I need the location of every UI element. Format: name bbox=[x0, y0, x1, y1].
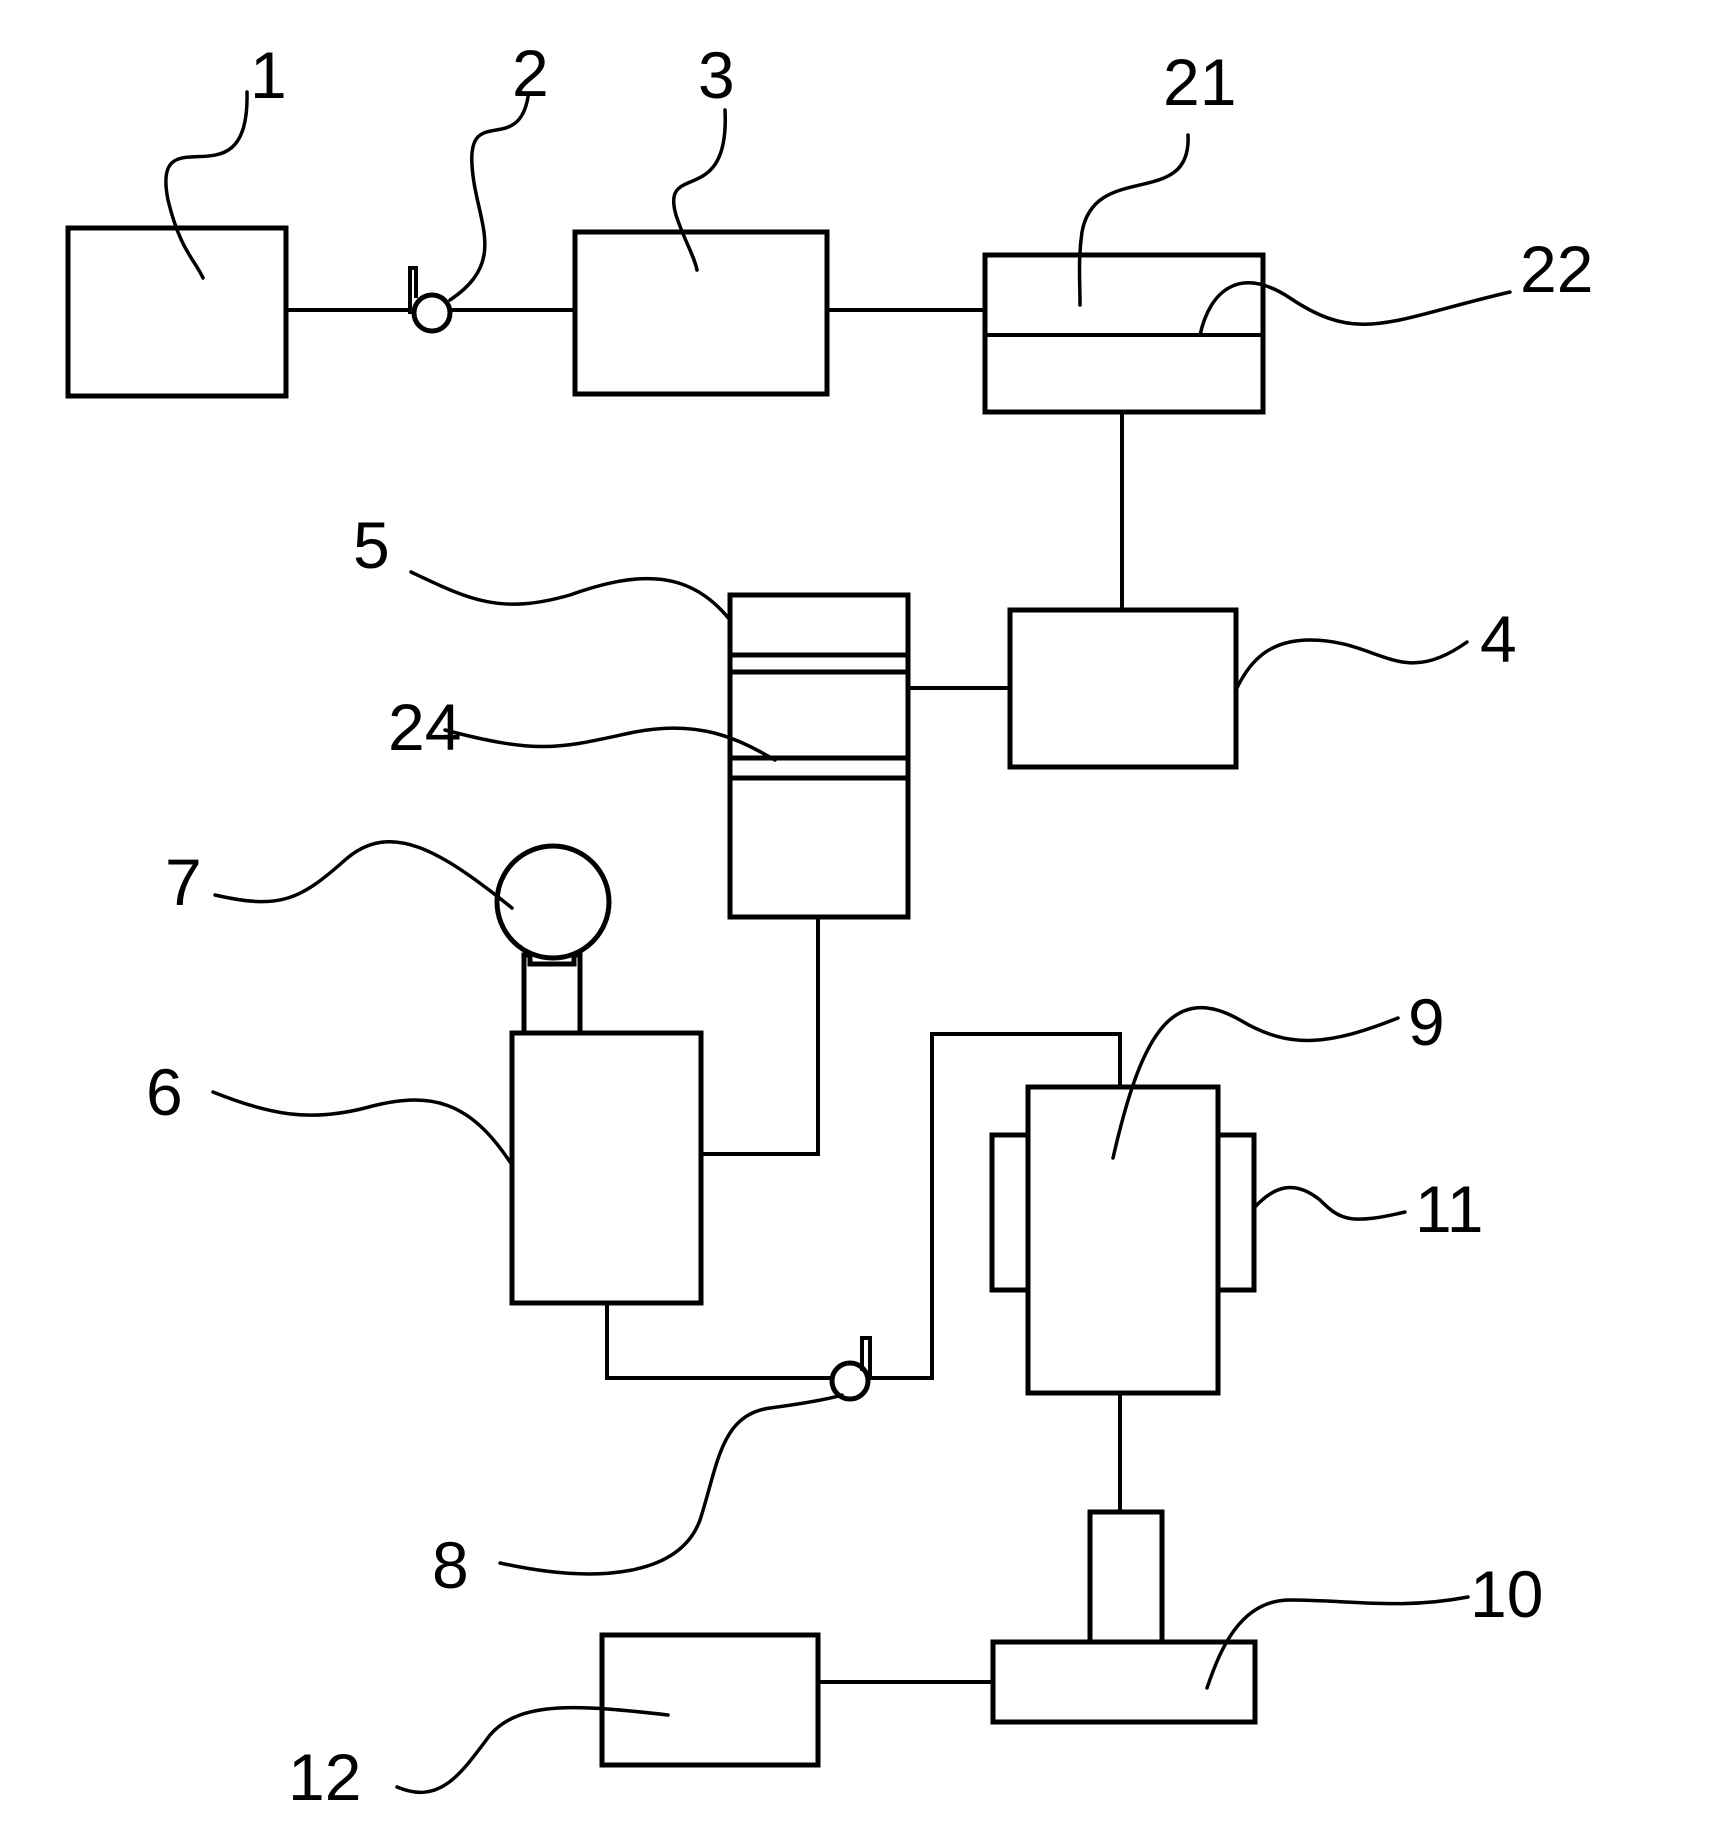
pipe-8-to-9 bbox=[866, 1032, 1122, 1380]
label-2: 2 bbox=[512, 36, 549, 110]
leader-10 bbox=[1205, 1595, 1470, 1690]
box-4 bbox=[1007, 607, 1239, 770]
label-21: 21 bbox=[1163, 45, 1236, 119]
pump-8-symbol bbox=[829, 1336, 872, 1402]
label-11: 11 bbox=[1415, 1172, 1484, 1246]
label-5: 5 bbox=[353, 508, 390, 582]
label-7: 7 bbox=[165, 845, 202, 919]
leader-8 bbox=[498, 1393, 844, 1576]
band-5-upper bbox=[727, 652, 911, 675]
pipe-6-to-8 bbox=[605, 1301, 834, 1380]
box-6 bbox=[509, 1030, 704, 1306]
reference-numerals: 1 2 3 21 22 5 4 24 7 6 9 11 8 10 12 bbox=[146, 36, 1593, 1814]
stem-10 bbox=[1087, 1509, 1165, 1645]
valve-2-symbol bbox=[408, 266, 453, 334]
label-8: 8 bbox=[432, 1528, 469, 1602]
components bbox=[65, 225, 1266, 1768]
leader-1 bbox=[164, 90, 249, 280]
leader-lines bbox=[164, 90, 1512, 1794]
label-3: 3 bbox=[698, 38, 735, 112]
leader-5 bbox=[409, 570, 732, 622]
box-12 bbox=[599, 1632, 821, 1768]
label-9: 9 bbox=[1408, 985, 1445, 1059]
label-4: 4 bbox=[1480, 602, 1517, 676]
gauge-7 bbox=[494, 843, 612, 1036]
base-10 bbox=[990, 1639, 1258, 1725]
leader-2 bbox=[448, 95, 530, 302]
label-6: 6 bbox=[146, 1055, 183, 1129]
leader-24 bbox=[443, 726, 777, 762]
plate-11-left bbox=[989, 1132, 1031, 1293]
leader-3 bbox=[671, 108, 727, 272]
label-24: 24 bbox=[388, 690, 461, 764]
leader-4 bbox=[1234, 638, 1469, 692]
box-3 bbox=[572, 229, 830, 397]
pipe-5-to-6 bbox=[699, 915, 820, 1156]
box-9 bbox=[1025, 1084, 1221, 1396]
band-24 bbox=[727, 755, 911, 781]
label-22: 22 bbox=[1520, 232, 1593, 306]
leader-7 bbox=[213, 840, 514, 910]
label-12: 12 bbox=[288, 1740, 361, 1814]
leader-12 bbox=[395, 1705, 670, 1794]
box-1 bbox=[65, 225, 289, 399]
plate-11-right bbox=[1215, 1132, 1257, 1293]
leader-21 bbox=[1077, 133, 1190, 307]
label-10: 10 bbox=[1470, 1557, 1543, 1631]
pipes bbox=[284, 308, 1124, 1684]
leader-6 bbox=[211, 1090, 514, 1167]
leader-22 bbox=[1198, 281, 1512, 337]
leader-9 bbox=[1111, 1006, 1400, 1160]
leader-11 bbox=[1252, 1185, 1407, 1221]
label-1: 1 bbox=[250, 38, 287, 112]
